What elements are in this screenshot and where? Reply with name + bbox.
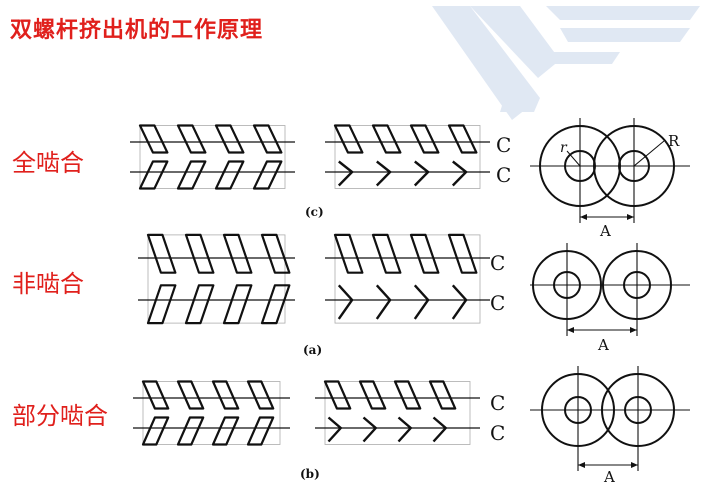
screw-pair-non-right: [325, 233, 490, 324]
circle-set-non: [530, 243, 690, 336]
label-full-intermeshing: 全啮合: [12, 149, 84, 177]
sub-label-b: (b): [300, 467, 320, 481]
label-c-bot-2: C: [490, 421, 505, 445]
label-c-mid-1: C: [490, 251, 505, 275]
sub-label-c: (c): [305, 205, 324, 219]
screw-pair-partial-left: [133, 380, 290, 446]
label-r-small: r: [560, 140, 568, 156]
label-c-bot-1: C: [490, 391, 505, 415]
label-a-non: A: [597, 336, 609, 354]
screw-drawings: [130, 124, 490, 446]
label-c-mid-2: C: [490, 291, 505, 315]
label-c-top-2: C: [496, 163, 511, 187]
watermark-logo: [432, 6, 700, 120]
label-r-big: R: [668, 132, 680, 150]
page-title: 双螺杆挤出机的工作原理: [10, 18, 264, 43]
screw-pair-full-right: [325, 124, 490, 189]
screw-pair-non-left: [138, 233, 295, 325]
sub-label-a: (a): [303, 343, 323, 357]
screw-pair-partial-right: [315, 380, 480, 445]
circle-diagrams: [530, 118, 690, 471]
label-partial-intermeshing: 部分啮合: [12, 402, 108, 430]
label-a-full: A: [599, 222, 611, 240]
label-a-partial: A: [603, 468, 615, 486]
circle-set-partial: [530, 366, 690, 471]
label-non-intermeshing: 非啮合: [12, 270, 84, 298]
circle-set-full: [530, 118, 690, 223]
label-c-top-1: C: [496, 133, 511, 157]
screw-pair-full-left: [130, 124, 295, 190]
